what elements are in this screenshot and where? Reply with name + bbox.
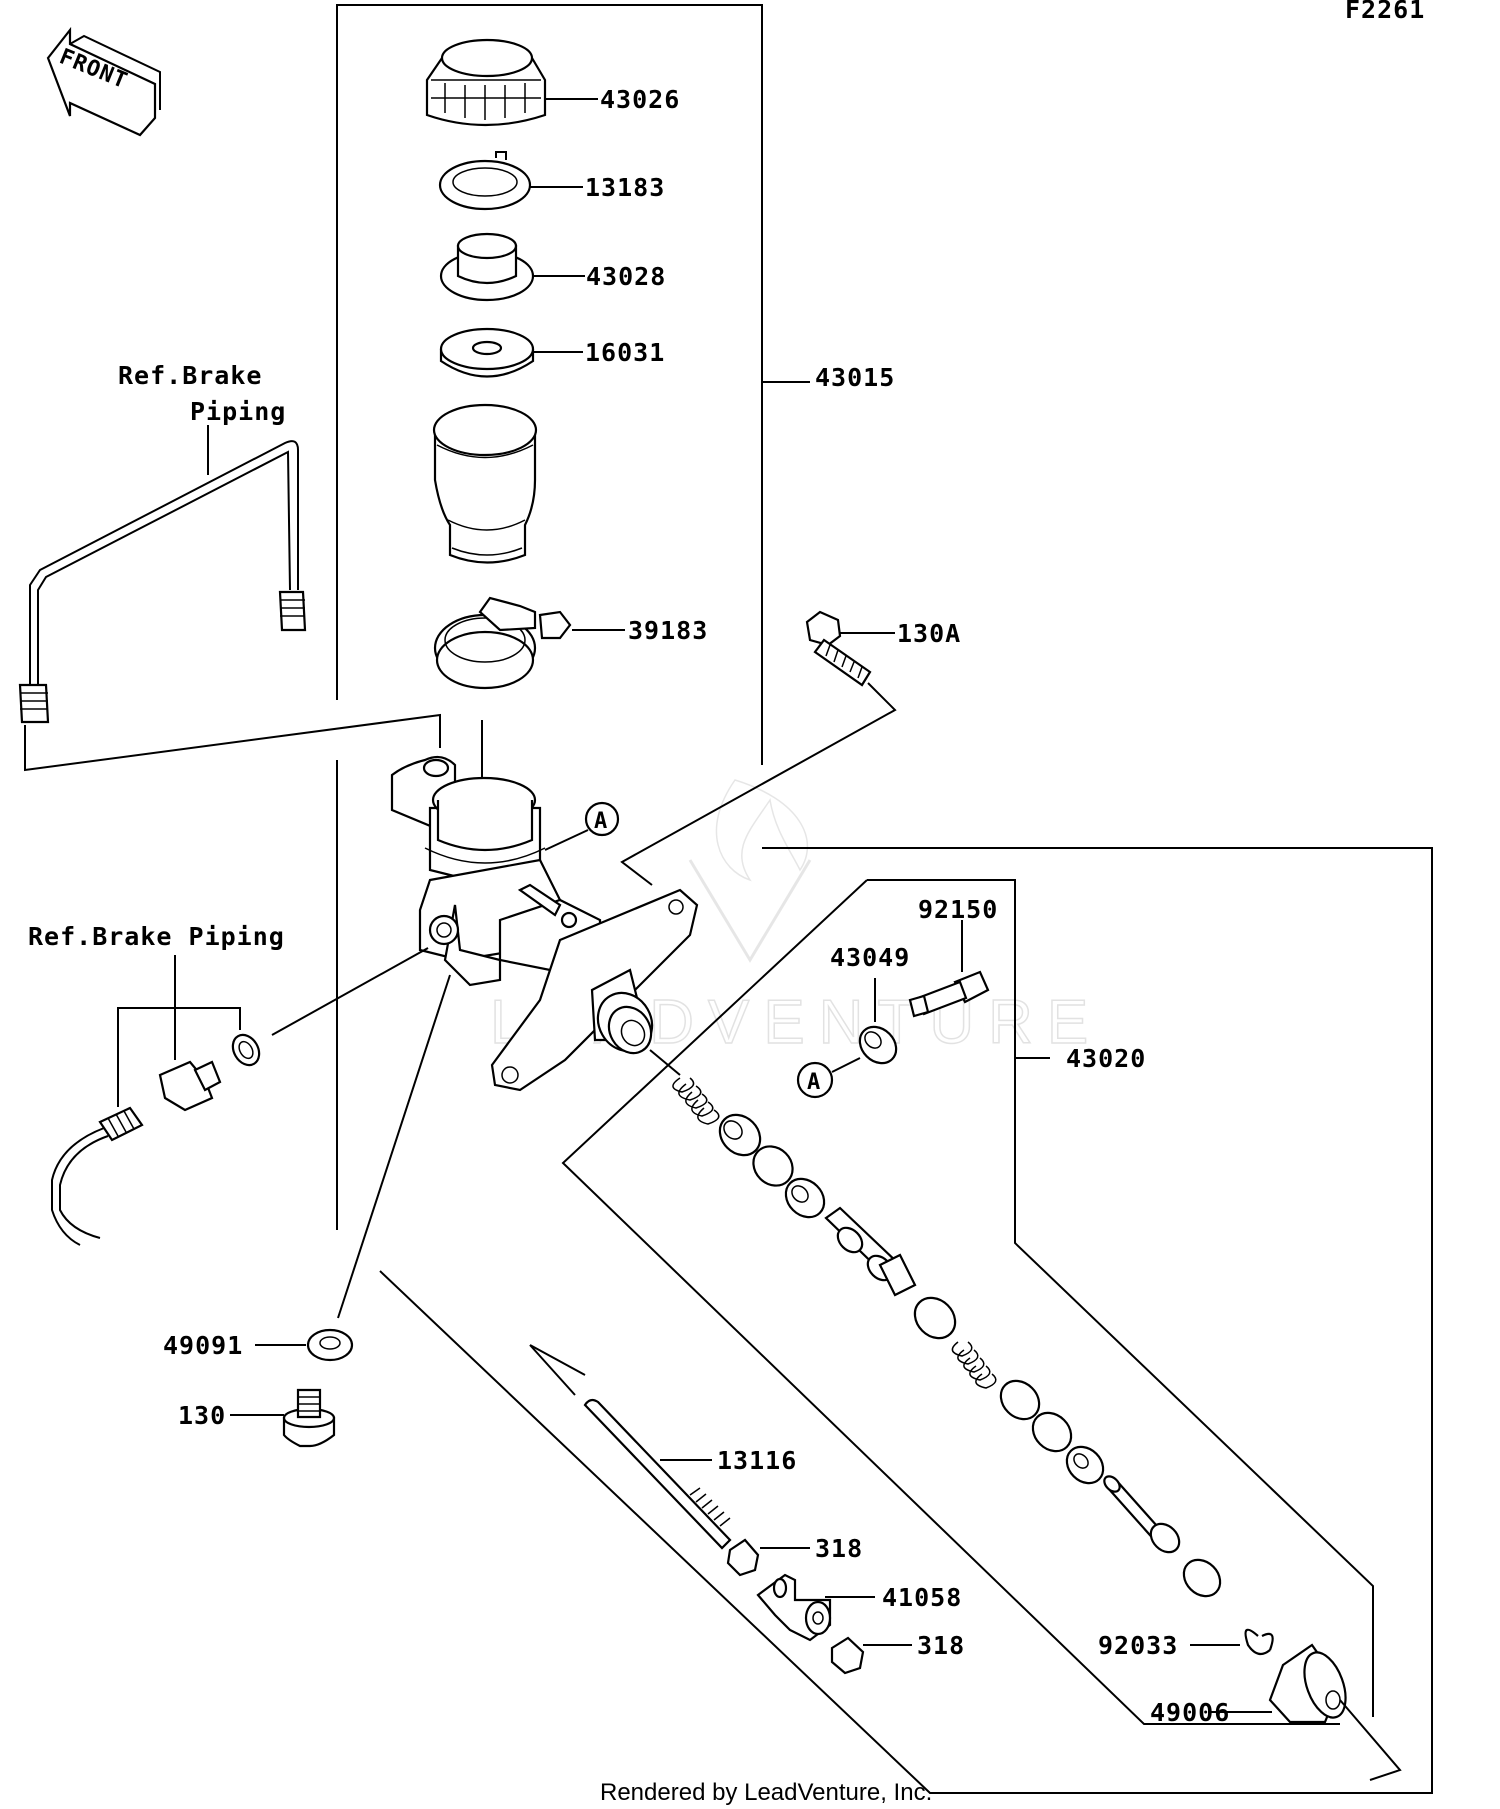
ref-brake-piping-top-line1: Ref.Brake — [118, 361, 262, 390]
label-49006: 49006 — [1150, 1698, 1230, 1727]
assembly-43015-bracket — [336, 4, 763, 765]
callout-a-lower-label: A — [807, 1070, 821, 1095]
secondary-piston — [1103, 1475, 1181, 1554]
diagram-code: F2261 — [1345, 0, 1425, 24]
label-39183: 39183 — [628, 616, 708, 645]
bleeder-bolt-92150 — [908, 970, 990, 1018]
bolt-130a — [805, 610, 872, 687]
label-16031: 16031 — [585, 338, 665, 367]
spring-lower — [951, 1341, 997, 1389]
nut-318-upper — [726, 1538, 760, 1577]
master-cylinder-body — [390, 755, 699, 1092]
reservoir-body — [432, 403, 538, 564]
cup-ring-upper — [784, 1177, 826, 1219]
label-43028: 43028 — [586, 262, 666, 291]
label-43049: 43049 — [830, 943, 910, 972]
label-130a: 130A — [897, 619, 961, 648]
label-49091: 49091 — [163, 1331, 243, 1360]
label-92150: 92150 — [918, 895, 998, 924]
label-318-lower: 318 — [917, 1631, 965, 1660]
piston-cup-middle — [913, 1296, 957, 1340]
hose-clamp — [433, 596, 572, 690]
circlip — [1244, 1628, 1274, 1656]
label-43026: 43026 — [600, 85, 680, 114]
clevis — [756, 1573, 832, 1642]
front-arrow: FRONT — [46, 26, 161, 137]
label-13116: 13116 — [717, 1446, 797, 1475]
gasket-49091 — [306, 1328, 354, 1362]
spring-upper — [672, 1077, 720, 1125]
label-13183: 13183 — [585, 173, 665, 202]
callout-a-upper-label: A — [594, 809, 608, 834]
cup-lower-1 — [999, 1379, 1041, 1421]
bolt-130 — [282, 1388, 336, 1448]
reservoir-plate — [438, 151, 532, 211]
callout-a-upper — [584, 801, 620, 837]
piston — [824, 1206, 917, 1297]
label-43020: 43020 — [1066, 1044, 1146, 1073]
nut-318-lower — [830, 1636, 865, 1675]
brake-pipe-lower — [51, 1033, 261, 1246]
label-92033: 92033 — [1098, 1631, 1178, 1660]
washer-43049 — [858, 1025, 898, 1065]
seal-upper — [752, 1145, 794, 1187]
ref-brake-piping-top-line2: Piping — [190, 397, 286, 426]
kit-43020-frame — [867, 879, 1374, 1717]
cup-lower-4 — [1182, 1558, 1222, 1598]
cup-lower-2 — [1031, 1411, 1073, 1453]
footer-credit: Rendered by LeadVenture, Inc. — [600, 1779, 932, 1806]
cup-lower-3 — [1065, 1445, 1105, 1485]
label-41058: 41058 — [882, 1583, 962, 1612]
dust-boot — [1268, 1643, 1347, 1724]
ref-brake-piping-left: Ref.Brake Piping — [28, 922, 285, 951]
piston-cup-upper — [718, 1113, 762, 1157]
label-130: 130 — [178, 1401, 226, 1430]
washer-16031 — [439, 327, 535, 378]
callout-a-lower — [796, 1061, 834, 1099]
reservoir-cap — [425, 38, 547, 127]
label-318-upper: 318 — [815, 1534, 863, 1563]
push-rod — [529, 1344, 732, 1550]
brake-pipe-upper — [18, 440, 441, 772]
label-43015: 43015 — [815, 363, 895, 392]
diaphragm — [439, 232, 535, 302]
